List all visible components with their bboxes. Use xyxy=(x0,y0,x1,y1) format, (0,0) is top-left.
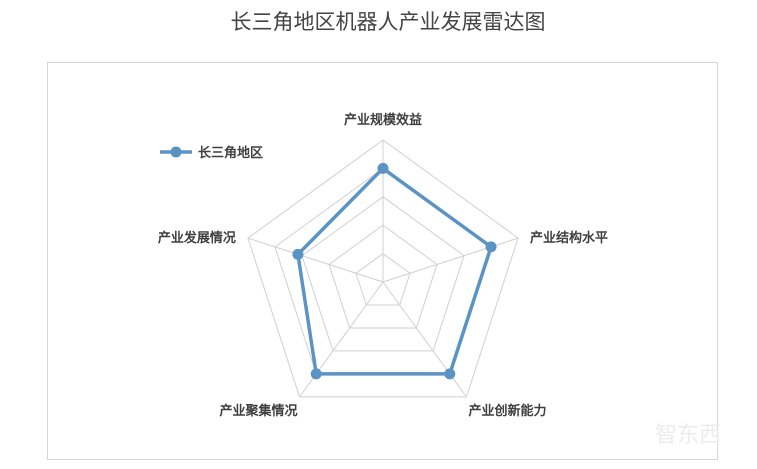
axis-label: 产业规模效益 xyxy=(344,112,422,128)
data-point xyxy=(310,368,322,380)
data-point xyxy=(444,368,456,380)
axis-label: 产业结构水平 xyxy=(530,230,608,246)
axis-spoke xyxy=(382,281,467,398)
legend-marker xyxy=(170,146,182,158)
grid-ring xyxy=(301,196,465,352)
grid-ring xyxy=(328,224,438,329)
data-point xyxy=(292,248,304,260)
chart-frame xyxy=(47,62,718,460)
data-point xyxy=(485,241,497,253)
grid-ring xyxy=(355,252,411,306)
chart-title: 长三角地区机器人产业发展雷达图 xyxy=(230,10,546,34)
watermark-text: 智东西 xyxy=(655,423,721,448)
axis-label: 产业发展情况 xyxy=(158,230,236,246)
axis-label: 产业聚集情况 xyxy=(220,403,298,419)
axis-spoke xyxy=(382,237,519,283)
axis-spoke xyxy=(247,237,384,283)
series-line xyxy=(296,166,493,376)
watermark-logo xyxy=(655,418,664,443)
data-point xyxy=(377,162,389,174)
grid-ring xyxy=(247,139,519,398)
legend-label: 长三角地区 xyxy=(198,145,263,161)
axis-label: 产业创新能力 xyxy=(468,403,546,419)
